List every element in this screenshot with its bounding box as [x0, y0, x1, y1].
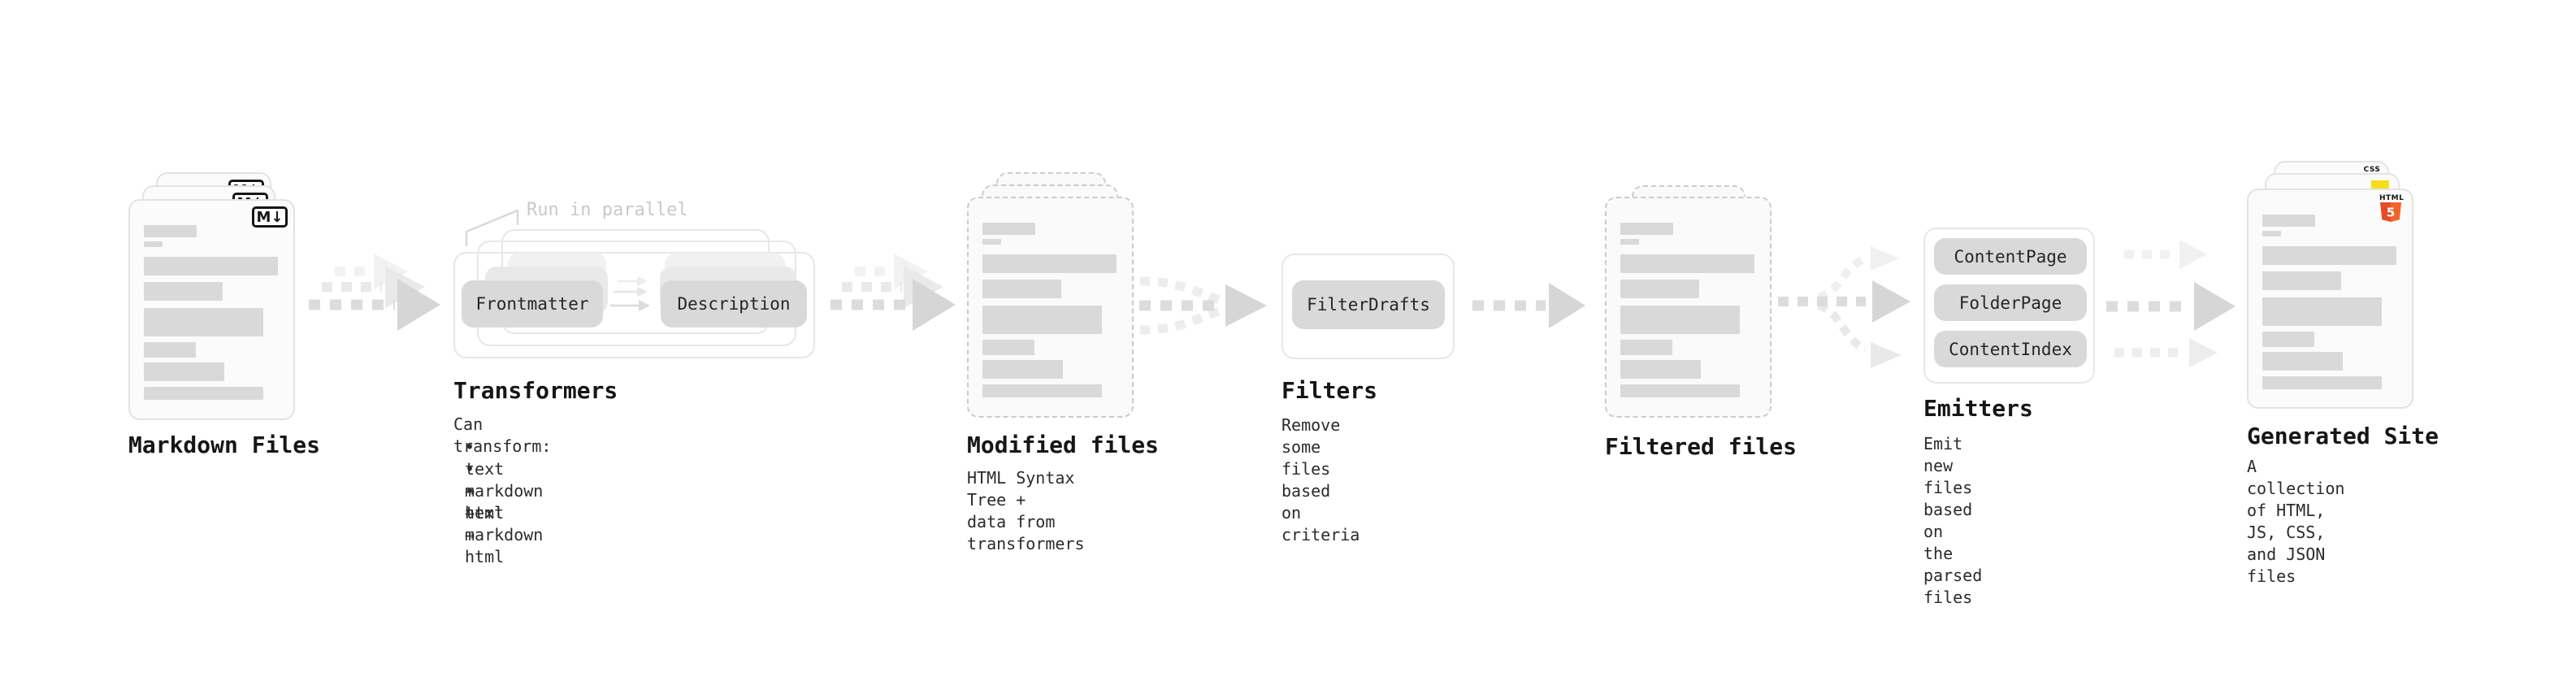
contentpage-pill: ContentPage: [1934, 238, 2087, 275]
stage-label-filtered-files: Filtered files: [1605, 433, 1798, 460]
skeleton-bar: [2262, 246, 2396, 265]
transformers-subtitle-heading: Can transform:: [453, 414, 552, 456]
modified-file-card-front: [967, 197, 1134, 418]
skeleton-bar: [982, 254, 1117, 273]
skeleton-bar: [2262, 376, 2382, 389]
skeleton-bar: [2262, 231, 2281, 236]
filterdrafts-pill: FilterDrafts: [1292, 280, 1445, 329]
skeleton-bar: [144, 241, 163, 247]
css-icon-label: CSS: [2363, 166, 2381, 174]
skeleton-bar: [144, 225, 197, 237]
skeleton-bar: [982, 384, 1102, 397]
stage-label-markdown-files: Markdown Files: [128, 432, 321, 458]
arrow-filtered-to-emitters: [1778, 246, 1910, 368]
description-pill: Description: [661, 280, 807, 327]
stage-label-modified-files: Modified files: [967, 432, 1160, 458]
skeleton-bar: [2262, 332, 2314, 347]
arrow-transformers-to-modified: [830, 254, 956, 331]
contentindex-pill: ContentIndex: [1934, 331, 2087, 367]
skeleton-bar: [1620, 280, 1699, 298]
arrow-emitters-to-generated: [2106, 240, 2236, 367]
skeleton-bar: [982, 340, 1034, 355]
skeleton-bar: [144, 362, 224, 381]
filtered-file-card-front: [1605, 197, 1772, 418]
skeleton-bar: [1620, 223, 1673, 235]
arrow-modified-to-filters: [1139, 276, 1267, 335]
filters-subtitle: Remove some files based on criteria: [1281, 415, 1360, 544]
skeleton-bar: [982, 239, 1001, 245]
skeleton-bar: [144, 257, 278, 275]
skeleton-bar: [982, 306, 1102, 334]
skeleton-bar: [144, 308, 263, 336]
skeleton-bar: [2262, 297, 2382, 326]
skeleton-bar: [144, 387, 263, 400]
emitters-group-outline: [1923, 228, 2095, 384]
skeleton-bar: [982, 280, 1061, 298]
skeleton-bar: [982, 360, 1063, 379]
html5-shield: 5: [2380, 202, 2401, 222]
arrow-markdown-to-transformers: [309, 254, 440, 331]
generated-site-subtitle: A collection of HTML, JS, CSS, and JSON …: [2247, 457, 2345, 586]
skeleton-bar: [1620, 384, 1740, 397]
skeleton-bar: [1620, 239, 1639, 245]
skeleton-bar: [2262, 271, 2341, 290]
html5-icon: HTML 5: [2379, 194, 2405, 225]
skeleton-bar: [2262, 215, 2315, 227]
skeleton-bar: [1620, 254, 1754, 273]
stage-label-transformers: Transformers: [453, 377, 618, 404]
skeleton-bar: [1620, 340, 1672, 355]
skeleton-bar: [982, 223, 1035, 235]
html5-icon-label: HTML: [2379, 194, 2405, 202]
emitters-subtitle: Emit new files based on the parsed files: [1923, 434, 1983, 607]
skeleton-bar: [2262, 352, 2343, 371]
run-in-parallel-note: Run in parallel: [527, 200, 688, 220]
skeleton-content: [144, 225, 278, 400]
skeleton-bar: [1620, 306, 1740, 334]
skeleton-bar: [1620, 360, 1701, 379]
stage-label-emitters: Emitters: [1923, 395, 2033, 422]
parallel-group-outline-front: [453, 252, 815, 358]
markdown-icon: M↓: [252, 206, 288, 228]
arrow-filters-to-filtered: [1472, 283, 1585, 328]
filters-group-outline: [1281, 254, 1455, 359]
transformers-bullet: • html → html: [465, 481, 505, 566]
svg-text:5: 5: [2387, 206, 2395, 220]
skeleton-bar: [144, 342, 196, 358]
skeleton-bar: [144, 282, 223, 301]
skeleton-content: [982, 223, 1117, 397]
transformers-bullet: • text → text: [465, 437, 505, 523]
modified-files-subtitle: HTML Syntax Tree + data from transformer…: [967, 468, 1085, 553]
transformers-bullet: • markdown → markdown: [465, 459, 544, 544]
skeleton-content: [2262, 215, 2396, 389]
frontmatter-pill: Frontmatter: [462, 280, 603, 327]
stage-label-generated-site: Generated Site: [2247, 423, 2439, 449]
skeleton-content: [1620, 223, 1754, 397]
generated-file-card-front: HTML 5: [2247, 189, 2413, 409]
folderpage-pill: FolderPage: [1934, 284, 2087, 321]
markdown-file-card-front: M↓: [128, 199, 295, 420]
stage-label-filters: Filters: [1281, 377, 1378, 404]
